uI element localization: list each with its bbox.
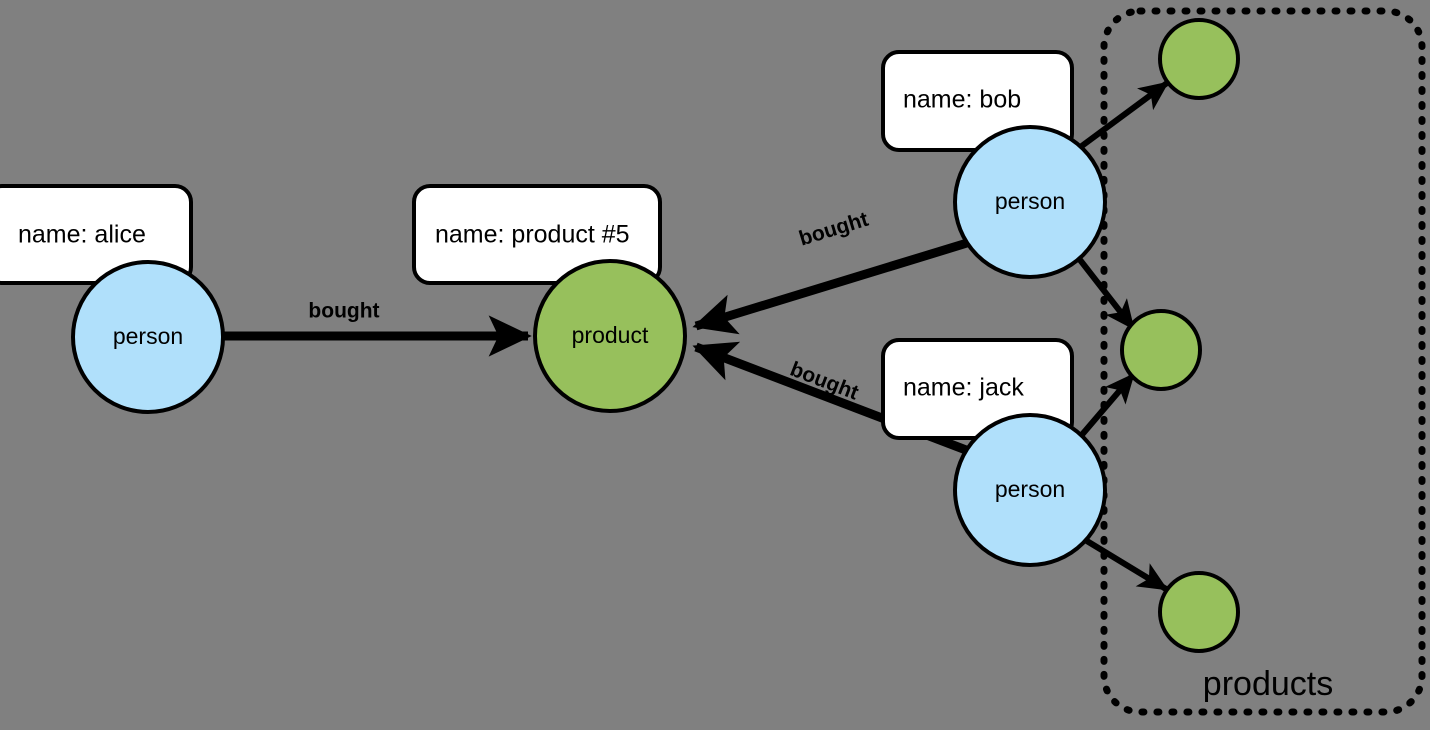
node-circle-p_mid: [1120, 309, 1202, 391]
edge-label-bob-bought-product: bought: [796, 208, 871, 251]
edge-label-alice-bought-product: bought: [308, 300, 379, 323]
nodes-layer: person product person person: [71, 18, 1240, 653]
property-box-bg: [0, 184, 193, 285]
node-circle-p_top: [1158, 18, 1240, 100]
products-group-label: products: [1203, 665, 1333, 703]
property-box-product5-props[interactable]: name: product #5: [412, 184, 662, 285]
node-circle-bob: [953, 125, 1107, 279]
property-box-alice-props[interactable]: name: alice: [0, 184, 193, 285]
node-label-alice: person: [113, 323, 183, 349]
node-circle-alice: [71, 260, 225, 414]
node-alice[interactable]: person: [71, 260, 225, 414]
property-box-text: name: jack: [903, 374, 1024, 402]
edge-jack-to-product-bot[interactable]: [1075, 532, 1169, 592]
property-box-text: name: product #5: [435, 221, 630, 249]
node-p_top[interactable]: [1158, 18, 1240, 100]
property-box-bg: [412, 184, 662, 285]
products-group-border: [1100, 7, 1426, 716]
edge-jack-to-product-mid[interactable]: [1077, 373, 1136, 439]
edge-bob-bought-product[interactable]: [692, 238, 969, 335]
node-circle-jack: [953, 413, 1107, 567]
node-product5[interactable]: product: [533, 259, 687, 413]
node-bob[interactable]: person: [953, 125, 1107, 279]
node-label-jack: person: [995, 476, 1065, 502]
property-box-text: name: bob: [903, 86, 1021, 114]
node-label-product5: product: [572, 322, 649, 348]
node-circle-product5: [533, 259, 687, 413]
edge-bob-to-product-top[interactable]: [1073, 80, 1170, 154]
node-label-bob: person: [995, 188, 1065, 214]
products-group[interactable]: products: [1100, 7, 1426, 716]
edge-bob-to-product-mid[interactable]: [1074, 254, 1136, 331]
node-jack[interactable]: person: [953, 413, 1107, 567]
node-p_bot[interactable]: [1158, 571, 1240, 653]
property-box-text: name: alice: [18, 221, 146, 249]
node-p_mid[interactable]: [1120, 309, 1202, 391]
node-circle-p_bot: [1158, 571, 1240, 653]
